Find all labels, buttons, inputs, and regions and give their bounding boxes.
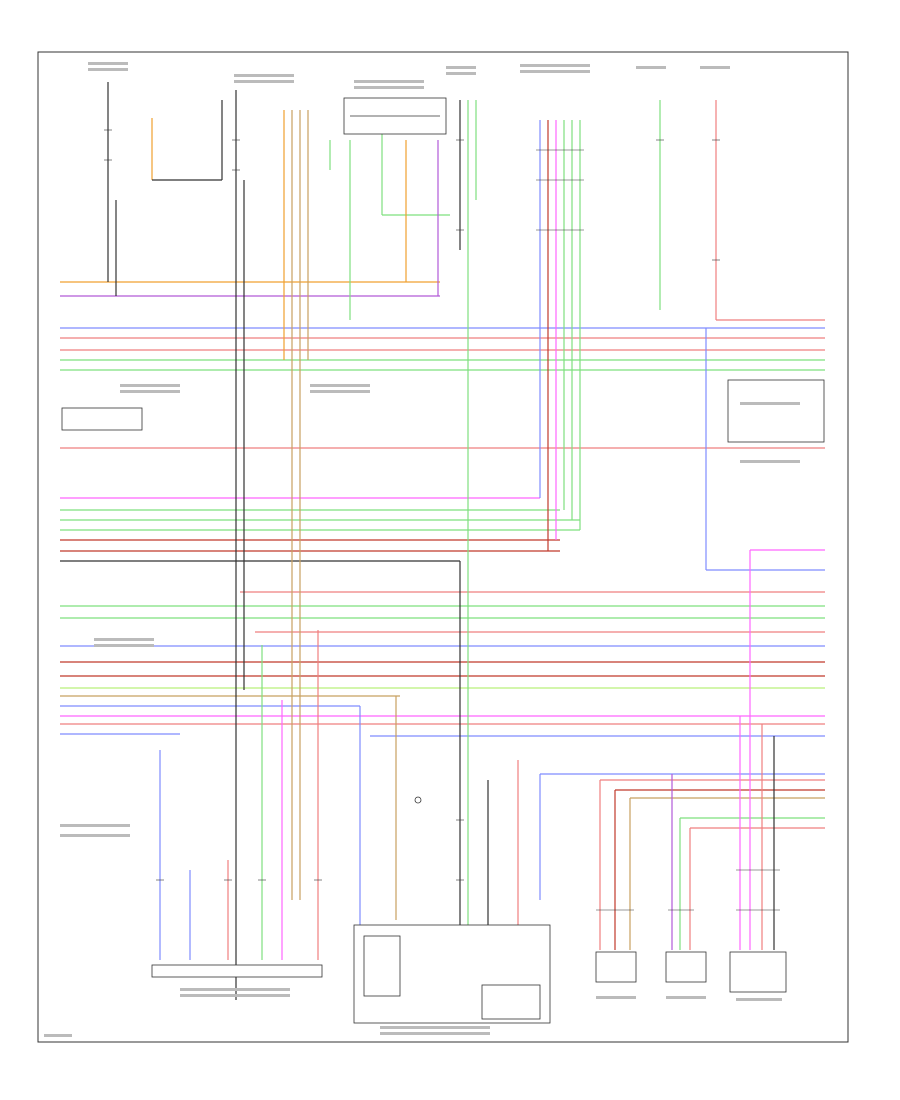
connector-box-right: [727, 379, 825, 443]
components: [61, 97, 825, 1024]
label-placeholders: [44, 62, 800, 1037]
transmission-range-switch: [151, 964, 323, 978]
connector-marks: [104, 129, 780, 911]
sensor-box-3: [729, 951, 787, 993]
motor-box: [363, 935, 401, 997]
vertical-runs: [107, 82, 825, 1000]
sensor-box-1: [595, 951, 637, 983]
horizontal-bus: [60, 281, 825, 829]
sensor-box-2: [665, 951, 707, 983]
ground-symbol: [414, 796, 422, 804]
diagram-frame: [37, 51, 849, 1043]
connector-box-left: [61, 407, 143, 431]
actuator-box: [481, 984, 541, 1020]
